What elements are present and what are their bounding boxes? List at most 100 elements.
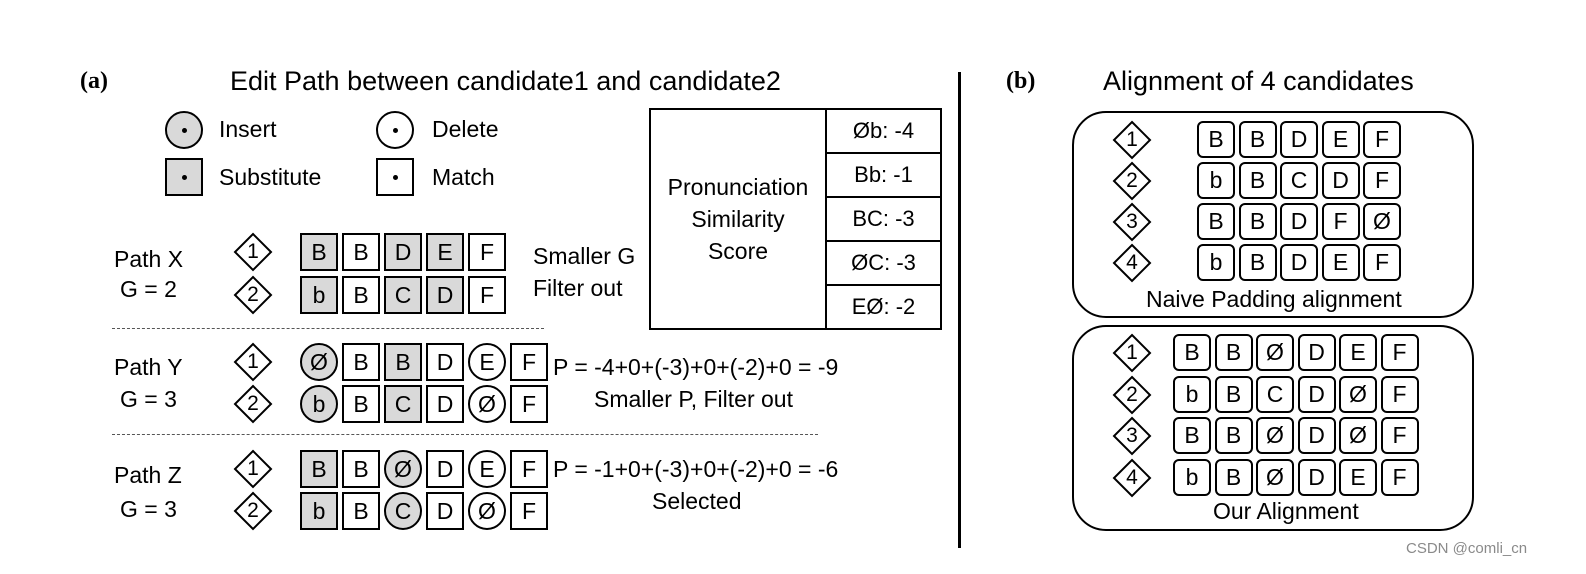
naive-alignment-caption: Naive Padding alignment xyxy=(1146,286,1402,312)
path-z-formula: P = -1+0+(-3)+0+(-2)+0 = -6 xyxy=(553,456,839,482)
score-title-line: Similarity xyxy=(691,206,785,232)
alignment-cell: Ø xyxy=(1339,417,1377,454)
candidate-index-diamond: 2 xyxy=(1112,375,1152,415)
alignment-cell: B xyxy=(1197,121,1235,158)
match-legend-symbol xyxy=(376,158,414,196)
path-separator xyxy=(112,328,544,329)
edit-square-cell: F xyxy=(468,276,506,314)
alignment-cell: b xyxy=(1197,244,1235,281)
candidate-index-diamond: 1 xyxy=(1112,120,1152,160)
alignment-cell: B xyxy=(1197,203,1235,240)
path-x-note: Smaller G xyxy=(533,243,636,269)
edit-circle-cell: b xyxy=(300,385,338,423)
alignment-cell: B xyxy=(1173,334,1211,371)
candidate-index-diamond: 3 xyxy=(1112,416,1152,456)
alignment-cell: F xyxy=(1363,162,1401,199)
path-separator xyxy=(112,434,818,435)
alignment-cell: B xyxy=(1173,417,1211,454)
alignment-cell: F xyxy=(1380,417,1419,454)
edit-square-cell: D xyxy=(426,450,464,488)
edit-square-cell: B xyxy=(342,276,380,314)
edit-circle-cell: Ø xyxy=(468,492,506,530)
path-y-g: G = 3 xyxy=(120,386,177,412)
path-x-name: Path X xyxy=(114,246,184,272)
candidate-index-label: 1 xyxy=(1126,341,1138,364)
alignment-cell: F xyxy=(1363,244,1401,281)
our-alignment-caption: Our Alignment xyxy=(1213,498,1359,524)
edit-circle-cell: E xyxy=(468,343,506,381)
path-z-name: Path Z xyxy=(114,462,182,488)
substitute-legend-label: Substitute xyxy=(219,164,322,190)
edit-circle-cell: C xyxy=(384,492,422,530)
pronunciation-score-table: Pronunciation Similarity Score Øb: -4 Bb… xyxy=(649,108,942,330)
candidate-index-diamond: 2 xyxy=(1112,161,1152,201)
edit-square-cell: B xyxy=(300,450,338,488)
candidate-index-label: 2 xyxy=(1126,383,1138,406)
score-row: Øb: -4 xyxy=(827,110,940,154)
score-title-line: Pronunciation xyxy=(667,174,809,200)
alignment-cell: B xyxy=(1214,459,1253,496)
panel-divider xyxy=(958,72,961,548)
alignment-cell: D xyxy=(1297,376,1336,413)
score-row: BC: -3 xyxy=(827,198,940,242)
edit-circle-cell: Ø xyxy=(384,450,422,488)
edit-square-cell: E xyxy=(426,233,464,271)
alignment-cell: Ø xyxy=(1256,459,1294,496)
candidate-index-label: 1 xyxy=(247,240,259,263)
edit-square-cell: B xyxy=(384,343,422,381)
candidate-index-label: 2 xyxy=(247,283,259,306)
edit-square-cell: B xyxy=(342,492,380,530)
edit-square-cell: F xyxy=(510,385,548,423)
alignment-cell: D xyxy=(1280,121,1318,158)
delete-legend-symbol xyxy=(376,111,414,149)
alignment-cell: b xyxy=(1197,162,1235,199)
candidate-index-label: 4 xyxy=(1126,466,1138,489)
path-y-name: Path Y xyxy=(114,354,183,380)
alignment-cell: F xyxy=(1363,121,1401,158)
candidate-index-diamond: 2 xyxy=(233,275,273,315)
alignment-cell: B xyxy=(1238,244,1277,281)
edit-square-cell: F xyxy=(510,492,548,530)
alignment-cell: Ø xyxy=(1339,376,1377,413)
candidate-index-label: 3 xyxy=(1126,210,1138,233)
edit-square-cell: D xyxy=(426,343,464,381)
score-row: Bb: -1 xyxy=(827,154,940,198)
alignment-cell: B xyxy=(1238,162,1277,199)
candidate-index-diamond: 1 xyxy=(1112,333,1152,373)
panel-a-title: Edit Path between candidate1 and candida… xyxy=(230,66,781,96)
edit-circle-cell: Ø xyxy=(300,343,338,381)
match-legend-label: Match xyxy=(432,164,495,190)
edit-square-cell: C xyxy=(384,385,422,423)
path-z-g: G = 3 xyxy=(120,496,177,522)
edit-square-cell: b xyxy=(300,492,338,530)
alignment-cell: F xyxy=(1321,203,1360,240)
watermark: CSDN @comli_cn xyxy=(1406,540,1528,557)
alignment-cell: B xyxy=(1238,121,1277,158)
candidate-index-label: 1 xyxy=(247,457,259,480)
score-title-line: Score xyxy=(707,238,769,264)
candidate-index-diamond: 2 xyxy=(233,384,273,424)
alignment-cell: Ø xyxy=(1256,334,1294,371)
score-table-title: Pronunciation Similarity Score xyxy=(651,110,827,328)
panel-b-label: (b) xyxy=(1006,68,1036,94)
path-y-formula: P = -4+0+(-3)+0+(-2)+0 = -9 xyxy=(553,354,839,380)
candidate-index-diamond: 4 xyxy=(1112,243,1152,283)
edit-square-cell: D xyxy=(426,385,464,423)
edit-square-cell: D xyxy=(384,233,422,271)
candidate-index-label: 2 xyxy=(247,499,259,522)
alignment-cell: C xyxy=(1256,376,1294,413)
candidate-index-diamond: 4 xyxy=(1112,458,1152,498)
candidate-index-label: 3 xyxy=(1126,424,1138,447)
edit-square-cell: C xyxy=(384,276,422,314)
path-y-verdict: Smaller P, Filter out xyxy=(594,386,793,412)
alignment-cell: D xyxy=(1280,203,1318,240)
edit-square-cell: F xyxy=(468,233,506,271)
score-row: EØ: -2 xyxy=(851,294,916,319)
our-alignment-box xyxy=(1072,325,1474,531)
delete-legend-label: Delete xyxy=(432,116,499,142)
alignment-cell: D xyxy=(1280,244,1318,281)
candidate-index-diamond: 3 xyxy=(1112,202,1152,242)
alignment-cell: F xyxy=(1380,334,1419,371)
candidate-index-label: 1 xyxy=(1126,128,1138,151)
alignment-cell: C xyxy=(1280,162,1318,199)
